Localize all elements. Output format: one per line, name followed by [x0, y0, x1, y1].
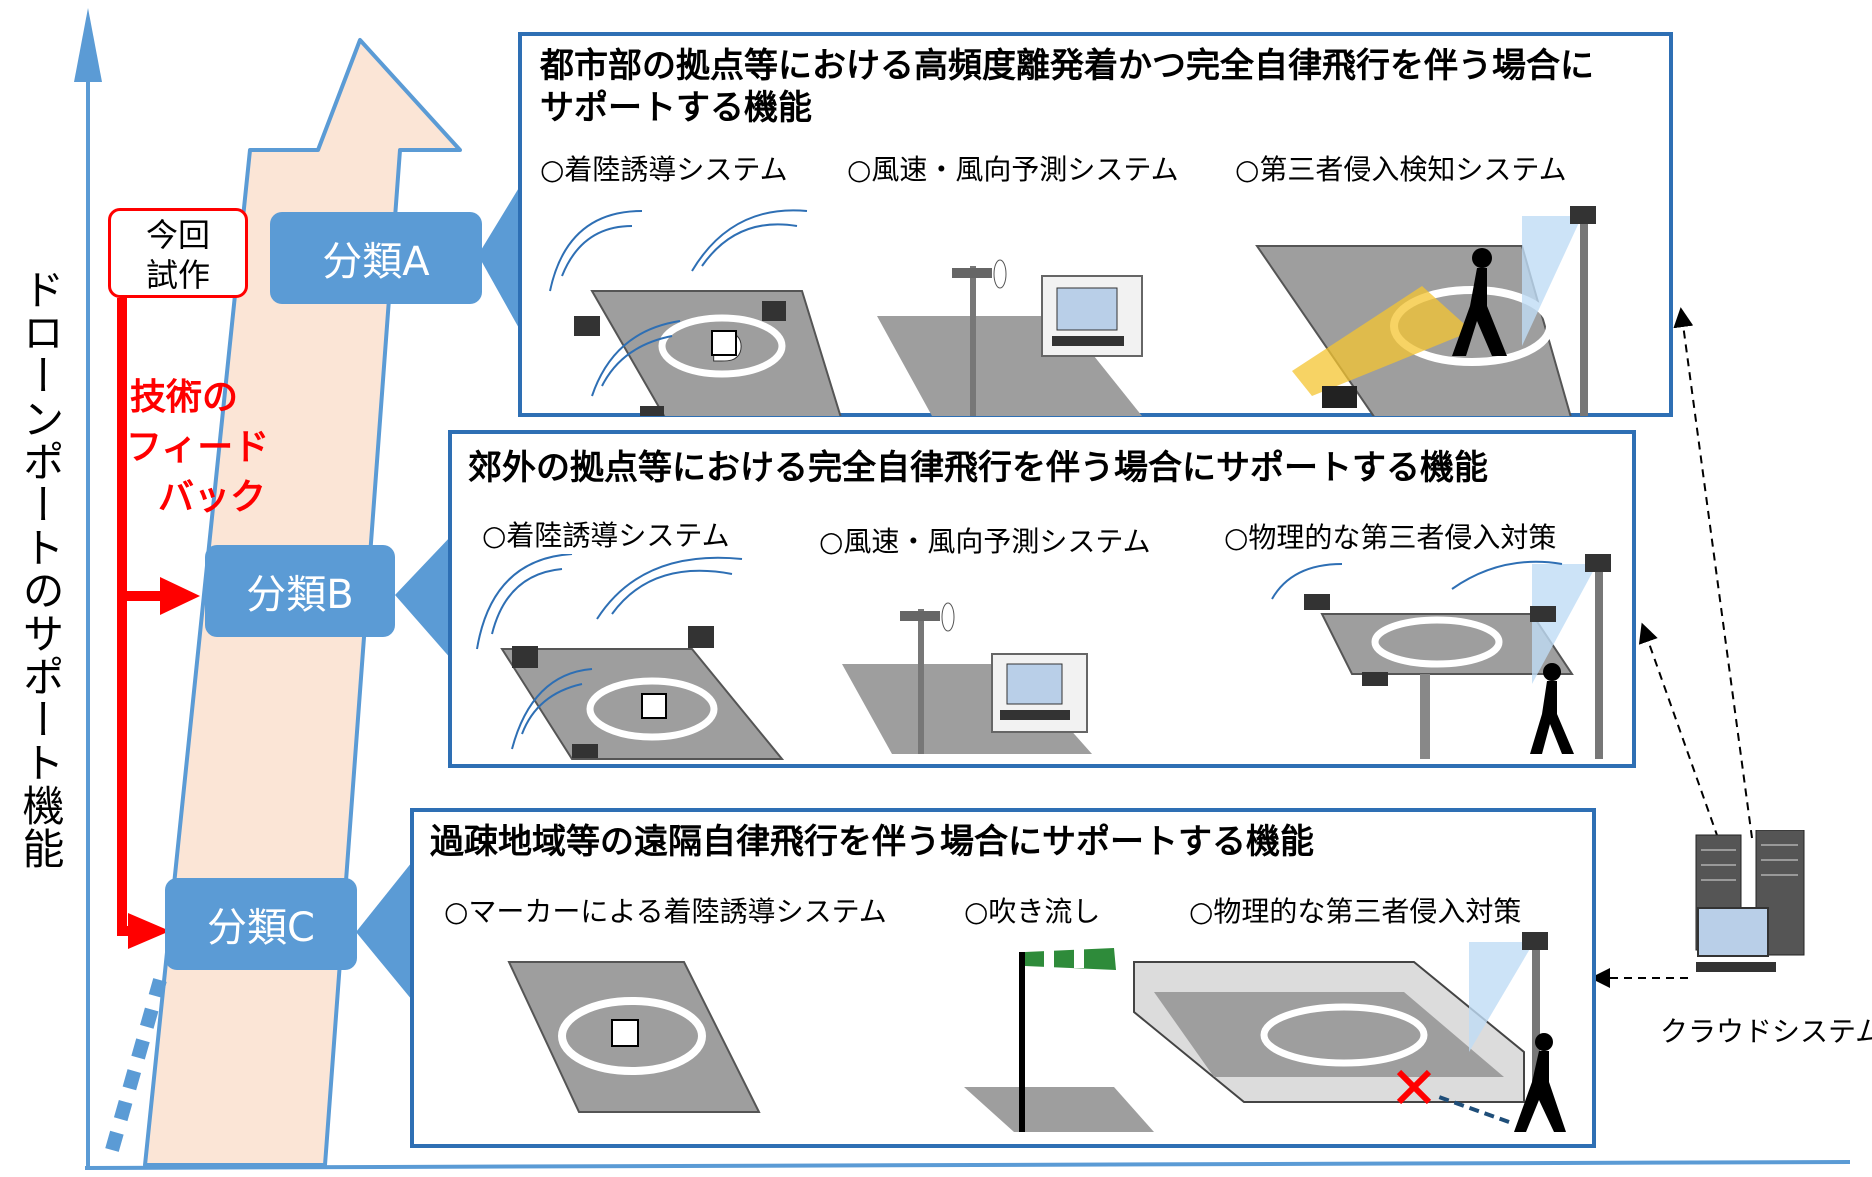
panel-a-item-3: ○第三者侵入検知システム: [1235, 153, 1567, 186]
cloud-links: [1590, 307, 1753, 988]
panel-a: 都市部の拠点等における高頻度離発着かつ完全自律飛行を伴う場合に サポートする機能…: [518, 32, 1673, 417]
landing-pad-b: [476, 554, 785, 760]
class-c-box: 分類C: [165, 878, 357, 970]
feedback-line1: 技術の: [130, 377, 239, 418]
prototype-box: 今回 試作: [108, 208, 248, 298]
class-a-box: 分類A: [270, 212, 482, 304]
class-b-box: 分類B: [205, 545, 395, 637]
panel-c-item-2: ○吹き流し: [964, 895, 1101, 928]
marker-pad-c: [507, 961, 761, 1113]
wind-station-a: [877, 259, 1143, 416]
feedback-line2: フィード: [126, 427, 270, 468]
panel-c-item-1: ○マーカーによる着陸誘導システム: [444, 895, 887, 928]
windsock-c: [964, 948, 1154, 1132]
panel-b-item-1: ○着陸誘導システム: [482, 519, 730, 552]
prototype-line2: 試作: [145, 256, 210, 294]
cloud-label: クラウドシステム: [1660, 1015, 1872, 1048]
intrusion-measure-b: [1271, 554, 1611, 759]
panel-c-illustrations: [507, 932, 1566, 1132]
panel-c-item-3: ○物理的な第三者侵入対策: [1189, 895, 1522, 928]
connector-b: [395, 535, 452, 660]
panel-a-item-2: ○風速・風向予測システム: [847, 153, 1179, 186]
panel-a-item-1: ○着陸誘導システム: [540, 153, 788, 186]
axis-label: ドローンポートのサポート機能: [16, 268, 65, 870]
panel-c-title: 過疎地域等の遠隔自律飛行を伴う場合にサポートする機能: [430, 822, 1314, 862]
fence-enclosure-c: [1133, 932, 1566, 1132]
panel-b: 郊外の拠点等における完全自律飛行を伴う場合にサポートする機能 ○着陸誘導システム…: [448, 430, 1636, 768]
panel-a-illustrations: D: [549, 206, 1596, 416]
panel-c: 過疎地域等の遠隔自律飛行を伴う場合にサポートする機能 ○マーカーによる着陸誘導シ…: [410, 808, 1596, 1148]
panel-a-title-2: サポートする機能: [540, 88, 812, 128]
panel-b-illustrations: [476, 554, 1611, 760]
prototype-line1: 今回: [145, 216, 210, 254]
intrusion-detection-a: [1255, 206, 1596, 416]
feedback-line3: バック: [158, 477, 267, 518]
vertical-axis: [74, 8, 102, 1168]
panel-b-item-3: ○物理的な第三者侵入対策: [1224, 521, 1557, 554]
connector-a: [478, 186, 520, 330]
panel-b-title: 郊外の拠点等における完全自律飛行を伴う場合にサポートする機能: [468, 448, 1488, 488]
panel-a-title-1: 都市部の拠点等における高頻度離発着かつ完全自律飛行を伴う場合に: [540, 46, 1594, 86]
feedback-lines: [117, 298, 200, 949]
panel-b-item-2: ○風速・風向予測システム: [819, 525, 1151, 558]
cloud-server-icon: [1695, 830, 1805, 972]
connector-c: [356, 862, 412, 1000]
landing-pad-a: D: [549, 209, 842, 416]
wind-station-b: [842, 602, 1092, 754]
horizontal-axis: [84, 1160, 1851, 1170]
